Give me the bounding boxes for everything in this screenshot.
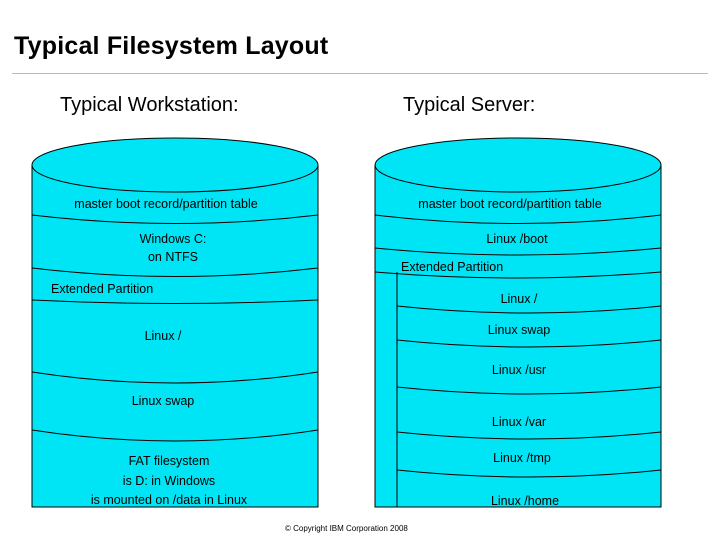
server-swap-divider bbox=[396, 339, 662, 348]
server-mbr-divider bbox=[374, 214, 662, 224]
workstation-swap-divider bbox=[31, 429, 319, 442]
server-tmp-label: Linux /tmp bbox=[493, 451, 551, 465]
server-usr-divider bbox=[396, 386, 662, 395]
server-heading: Typical Server: bbox=[403, 94, 536, 116]
workstation-heading: Typical Workstation: bbox=[60, 94, 239, 116]
workstation-windows-label-2: on NTFS bbox=[148, 250, 198, 264]
page-title: Typical Filesystem Layout bbox=[14, 32, 329, 60]
workstation-root-divider bbox=[31, 371, 319, 384]
workstation-linux-swap-label: Linux swap bbox=[132, 394, 195, 408]
title-divider bbox=[12, 73, 708, 74]
server-disk bbox=[374, 137, 662, 508]
workstation-labels: master boot record/partition table Windo… bbox=[51, 197, 258, 507]
server-tmp-divider bbox=[396, 469, 662, 478]
workstation-fat-label-2: is D: in Windows bbox=[123, 474, 215, 488]
server-extended-label: Extended Partition bbox=[401, 260, 503, 274]
server-disk-top bbox=[374, 137, 662, 193]
server-var-divider bbox=[396, 431, 662, 440]
server-root-label: Linux / bbox=[501, 292, 538, 306]
workstation-fat-label-1: FAT filesystem bbox=[129, 454, 210, 468]
workstation-extended-label: Extended Partition bbox=[51, 282, 153, 296]
server-mbr-label: master boot record/partition table bbox=[418, 197, 601, 211]
server-usr-label: Linux /usr bbox=[492, 363, 546, 377]
server-root-divider bbox=[396, 305, 662, 314]
workstation-extended-divider bbox=[31, 299, 319, 304]
workstation-disk bbox=[31, 137, 319, 508]
server-boot-divider bbox=[374, 247, 662, 256]
workstation-windows-divider bbox=[31, 267, 319, 277]
server-labels: master boot record/partition table Linux… bbox=[401, 197, 602, 508]
workstation-linux-root-label: Linux / bbox=[145, 329, 182, 343]
server-extended-top-divider bbox=[374, 271, 662, 279]
server-var-label: Linux /var bbox=[492, 415, 546, 429]
workstation-mbr-label: master boot record/partition table bbox=[74, 197, 257, 211]
workstation-disk-top bbox=[31, 137, 319, 193]
server-home-label: Linux /home bbox=[491, 494, 559, 508]
copyright-notice: © Copyright IBM Corporation 2008 bbox=[285, 524, 408, 533]
workstation-fat-label-3: is mounted on /data in Linux bbox=[91, 493, 248, 507]
workstation-mbr-divider bbox=[31, 214, 319, 224]
server-boot-label: Linux /boot bbox=[486, 232, 548, 246]
server-swap-label: Linux swap bbox=[488, 323, 551, 337]
workstation-windows-label-1: Windows C: bbox=[140, 232, 207, 246]
